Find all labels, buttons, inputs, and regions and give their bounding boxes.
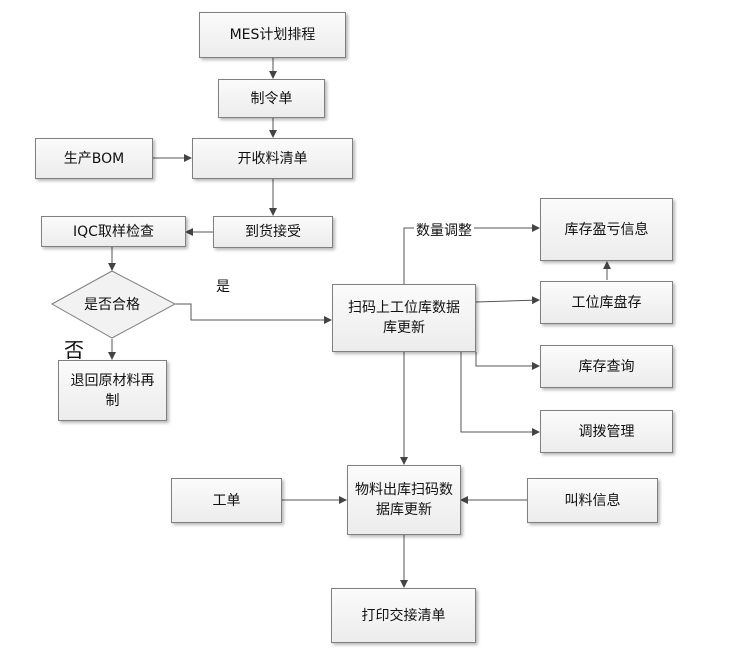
node-pick-list: 开收料清单: [192, 138, 353, 179]
edge-scan-to-stationcount: [475, 296, 540, 305]
node-mes-plan: MES计划排程: [199, 12, 346, 58]
node-scan-update: 扫码上工位库数据库更新: [332, 284, 476, 352]
label-no: 否: [64, 338, 84, 362]
label-qty-adjust: 数量调整: [414, 220, 474, 240]
node-material-out: 物料出库扫码数据库更新: [347, 465, 461, 535]
edge-scan-to-profitloss: [403, 224, 540, 284]
node-transfer: 调拨管理: [540, 410, 673, 453]
edge-scan-to-invquery: [475, 352, 540, 370]
label-yes: 是: [216, 279, 230, 295]
node-receive: 到货接受: [213, 216, 333, 248]
node-bom: 生产BOM: [35, 138, 153, 179]
node-work-order: 制令单: [218, 79, 325, 118]
node-inv-profit-loss: 库存盈亏信息: [540, 198, 673, 261]
node-print-handover: 打印交接清单: [331, 588, 476, 643]
edge-qualified-to-scan: [175, 303, 332, 324]
edge-scan-to-transfer: [460, 352, 540, 436]
node-inv-query: 库存查询: [540, 345, 673, 388]
node-station-count: 工位库盘存: [540, 281, 673, 324]
node-iqc: IQC取样检查: [41, 216, 186, 247]
node-job-ticket: 工单: [171, 478, 282, 523]
node-return-material: 退回原材料再制: [58, 360, 167, 421]
decision-qualified-label: 是否合格: [84, 297, 140, 313]
node-call-material: 叫料信息: [527, 478, 658, 523]
decision-qualified: [50, 270, 177, 339]
